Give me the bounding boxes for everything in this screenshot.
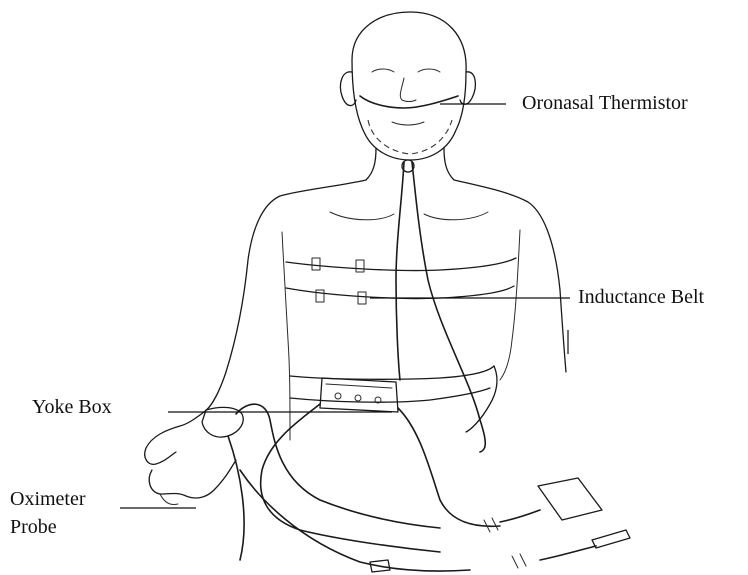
label-yoke-box: Yoke Box bbox=[32, 396, 112, 418]
torso-outline bbox=[204, 148, 566, 440]
thermistor-cable bbox=[360, 96, 485, 452]
inductance-belt bbox=[286, 258, 516, 304]
label-probe: Probe bbox=[10, 516, 57, 538]
label-inductance-belt: Inductance Belt bbox=[578, 286, 704, 308]
yoke-box-device bbox=[320, 378, 398, 412]
left-hand bbox=[145, 407, 244, 504]
label-oronasal-thermistor: Oronasal Thermistor bbox=[522, 92, 688, 114]
lower-cables bbox=[228, 404, 630, 572]
label-oximeter: Oximeter bbox=[10, 488, 86, 510]
head bbox=[340, 12, 475, 160]
